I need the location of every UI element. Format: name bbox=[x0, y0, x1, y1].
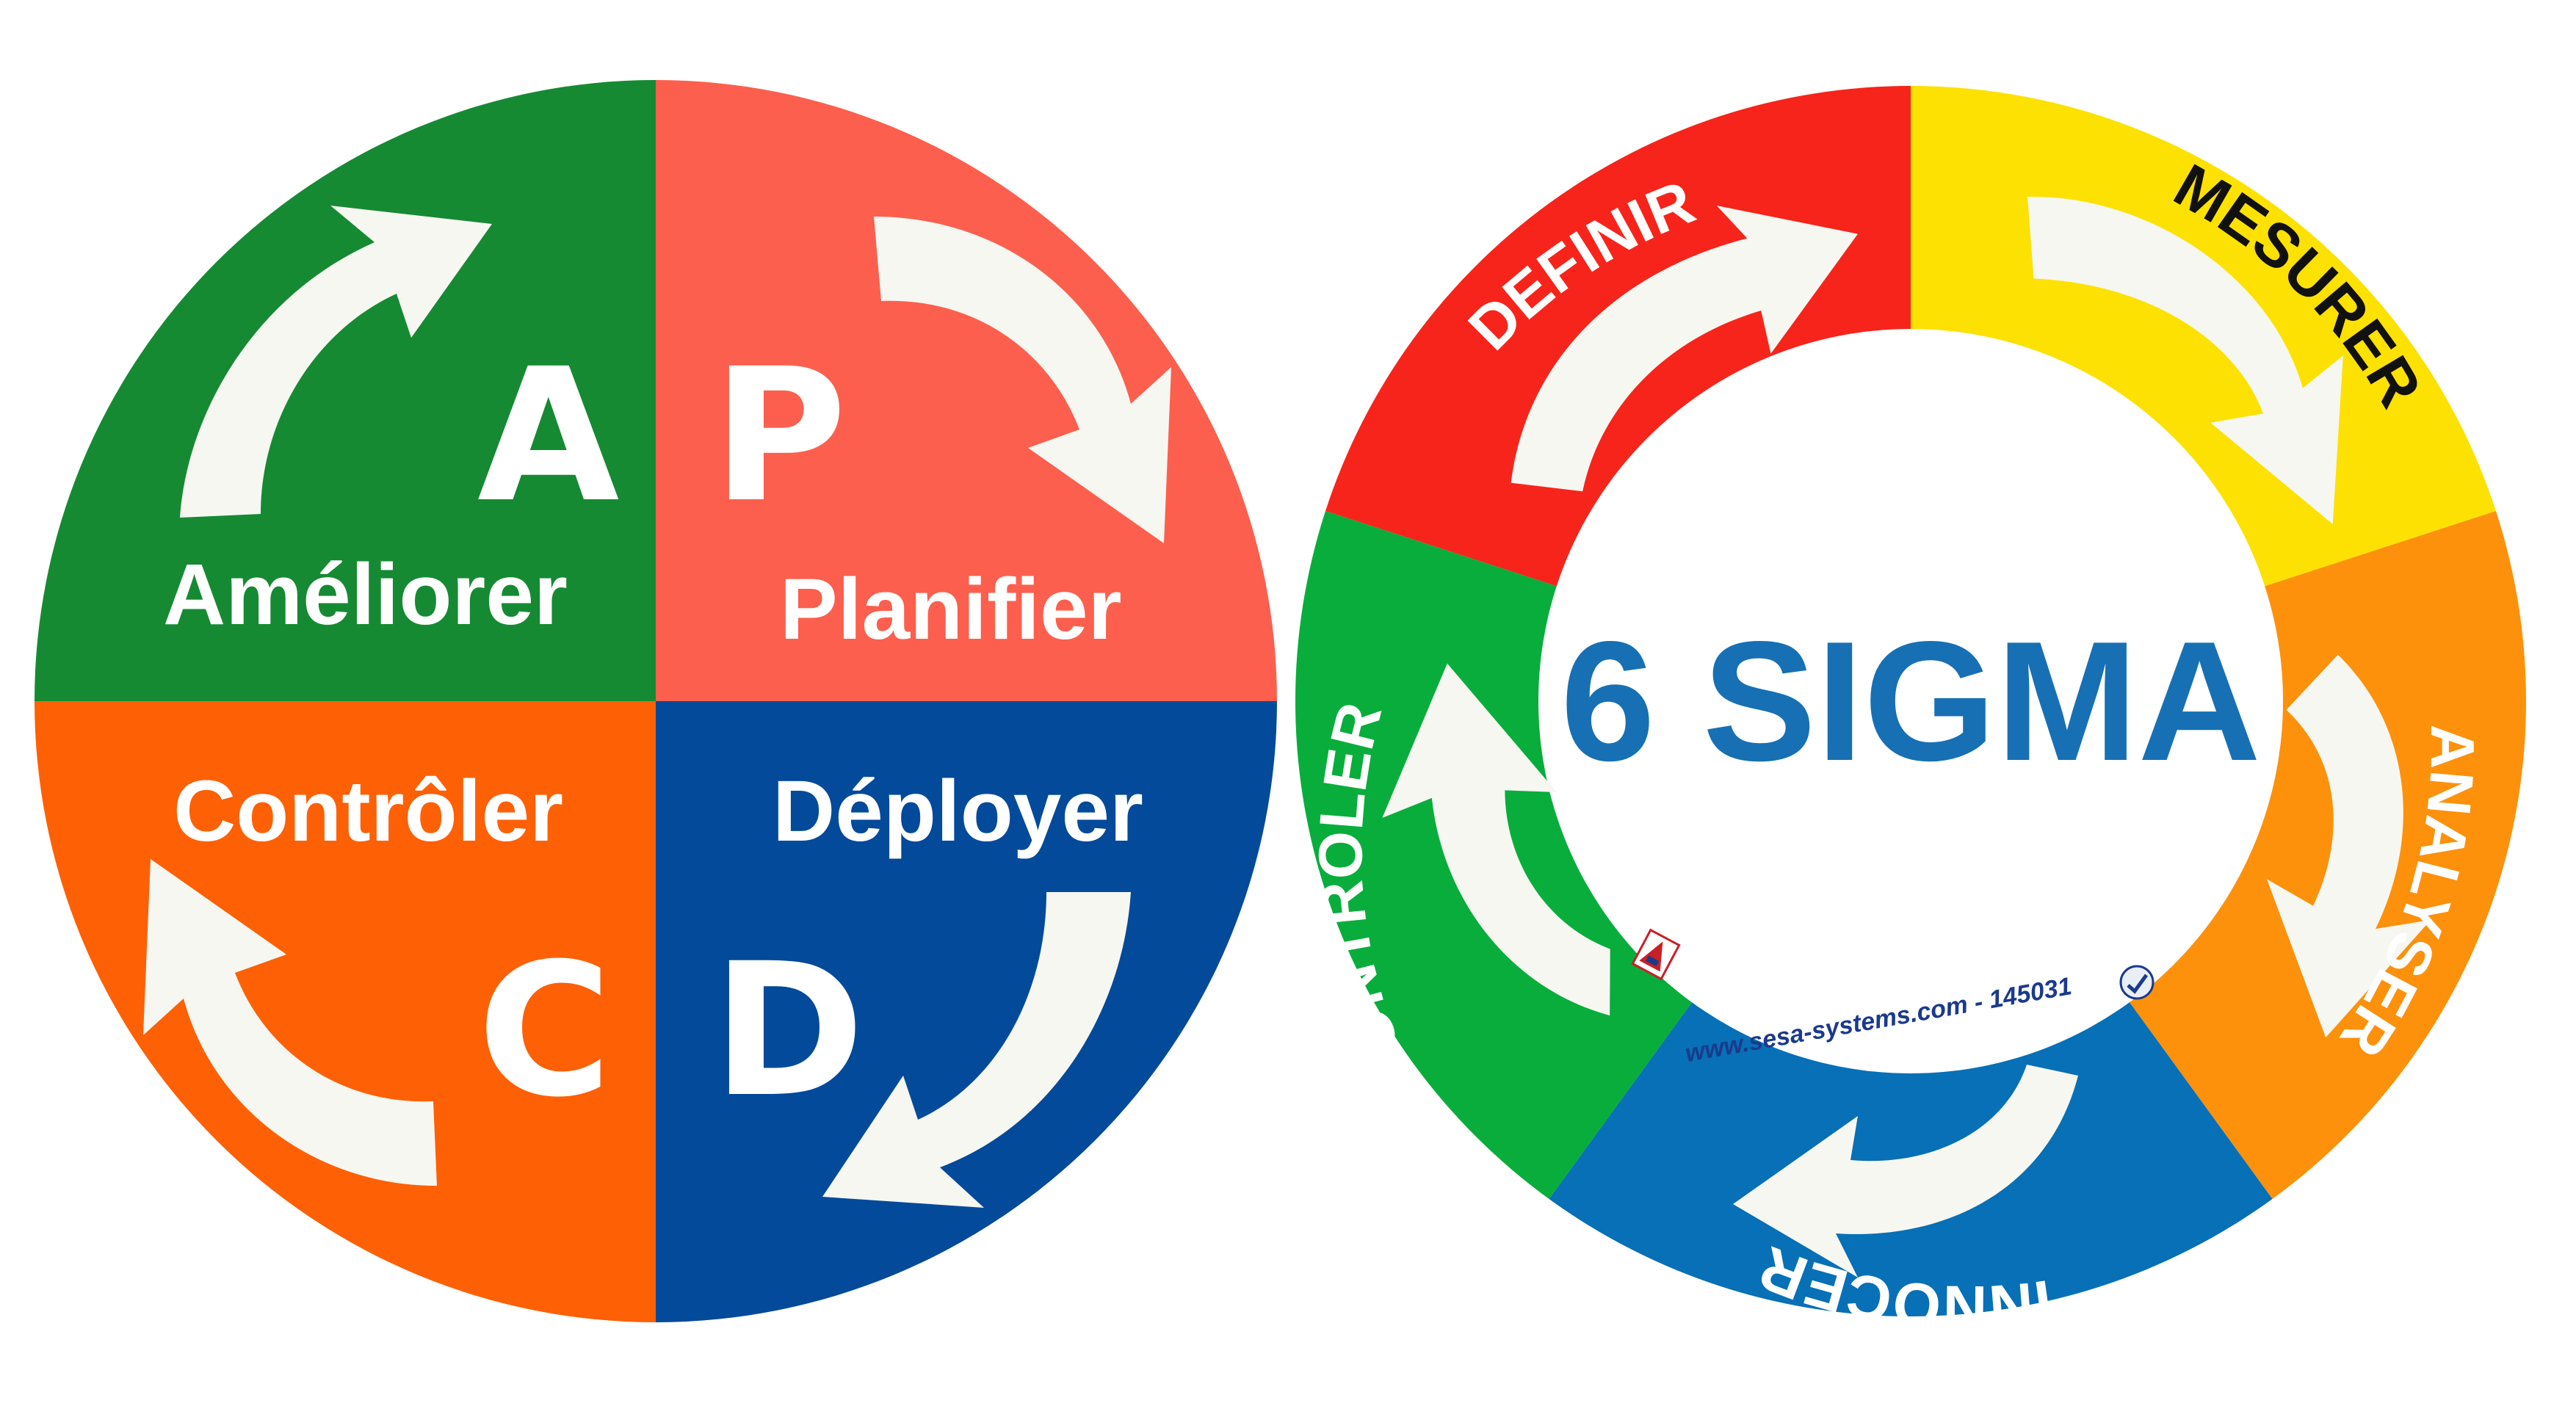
arrow-controler-sigma-icon bbox=[1382, 663, 1610, 1016]
certification-badge-icon bbox=[2119, 965, 2154, 1000]
pdca-label-deployer: Déployer bbox=[773, 763, 1143, 860]
pdca-letter-a: A bbox=[477, 329, 619, 543]
arrow-deployer-icon bbox=[822, 892, 1131, 1208]
pdca-wheel bbox=[35, 80, 1277, 1322]
pdca-label-planifier: Planifier bbox=[780, 561, 1122, 658]
pdca-label-ameliorer: Améliorer bbox=[163, 546, 568, 643]
six-sigma-center bbox=[1538, 329, 2283, 1073]
arrow-definir-icon bbox=[1510, 206, 1858, 492]
pdca-label-controler: Contrôler bbox=[173, 763, 563, 860]
sesa-logo-icon bbox=[1631, 928, 1681, 981]
arrow-planifier-icon bbox=[874, 217, 1171, 543]
arrow-controler-icon bbox=[143, 859, 437, 1186]
six-sigma-title: 6 SIGMA bbox=[1560, 606, 2261, 797]
arrow-analyser-icon bbox=[2266, 654, 2431, 1038]
arrow-innocer-icon bbox=[1733, 1065, 2078, 1278]
arrow-mesurer-icon bbox=[2027, 197, 2343, 524]
segment-analyser bbox=[2128, 511, 2526, 1199]
arrow-ameliorer-icon bbox=[180, 206, 492, 518]
pdca-letter-d: D bbox=[712, 924, 865, 1137]
pdca-letter-c: C bbox=[477, 924, 612, 1137]
pdca-letter-p: P bbox=[712, 329, 847, 543]
